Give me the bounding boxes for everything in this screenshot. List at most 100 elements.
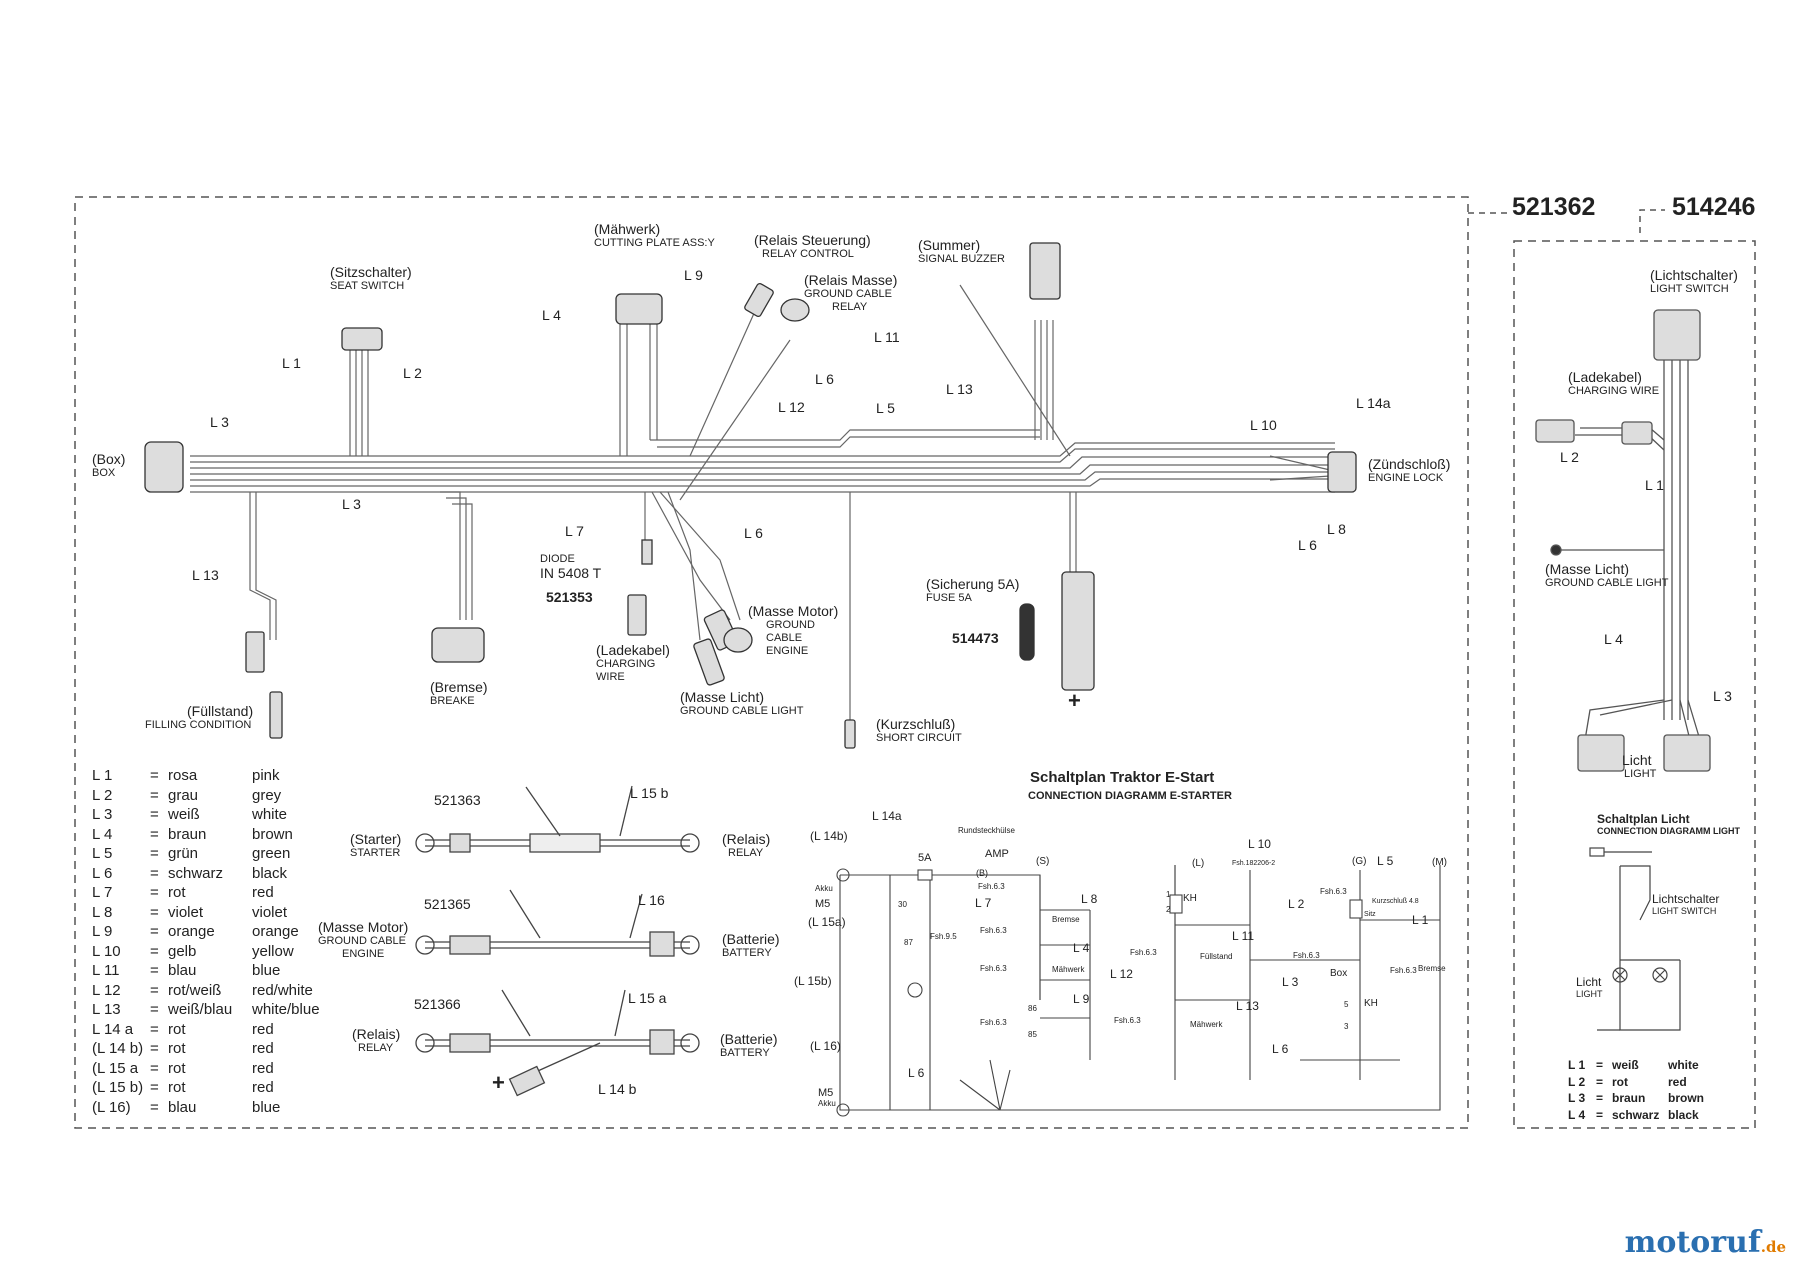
cable-2-part: 521365	[424, 896, 471, 912]
cable-1-part: 521363	[434, 792, 481, 808]
kit-legend-en: white	[1668, 1058, 1699, 1072]
legend-equals: =	[150, 845, 159, 862]
kit-legend-en: black	[1668, 1107, 1699, 1122]
charging-wire-connector	[1535, 419, 1575, 443]
kit-charging: (Ladekabel)CHARGING WIRE	[1568, 369, 1660, 398]
legend-equals: =	[150, 1079, 159, 1096]
harness-plus: +	[1068, 688, 1081, 713]
schematic-label-l5: L 5	[1377, 854, 1394, 868]
legend-en: pink	[252, 767, 280, 784]
legend-code: (L 16)	[92, 1098, 131, 1116]
kit-ground-light: (Masse Licht)GROUND CABLE LIGHT	[1545, 561, 1669, 590]
schematic-label-rundstecker: Rundsteckhülse	[958, 826, 1015, 835]
legend-de: blau	[168, 962, 197, 979]
schematic-label-sitz: Sitz	[1364, 911, 1376, 918]
kit-legend-de: schwarz	[1612, 1107, 1660, 1122]
schematic-label-l9: L 9	[1073, 992, 1090, 1006]
cable-3-wire: L 15 a	[628, 990, 667, 1006]
wire-l7: L 7	[565, 523, 584, 539]
schematic-label-bremse1: Bremse	[1052, 915, 1080, 924]
legend-equals: =	[150, 806, 159, 823]
schematic-label-l6b: L 6	[1272, 1042, 1289, 1056]
light-switch-connector	[1653, 309, 1701, 361]
legend-en: grey	[252, 786, 282, 804]
legend-en: red	[252, 1040, 274, 1057]
mower-connector	[615, 293, 663, 325]
schematic-label-kurz: Kurzschluß 4.8	[1372, 898, 1419, 905]
legend-code: L 3	[92, 806, 113, 823]
legend-de: rosa	[168, 767, 198, 784]
legend-de: blau	[168, 1098, 197, 1116]
kit-wire-l3: L 3	[1713, 688, 1732, 704]
schematic-label-kh1: KH	[1183, 893, 1197, 904]
legend-en: green	[252, 845, 291, 862]
label-short-circuit: (Kurzschluß)SHORT CIRCUIT	[876, 716, 962, 745]
wire-l11: L 11	[874, 329, 900, 345]
schematic-label-fsh5: Fsh.6.3	[1130, 948, 1157, 957]
schematic-label-l3: L 3	[1282, 975, 1299, 989]
cable-1-left: (Starter)STARTER	[350, 831, 402, 860]
legend-de: grün	[168, 845, 199, 862]
legend-de: braun	[168, 825, 207, 843]
legend-equals: =	[150, 825, 159, 843]
diode-body	[641, 539, 653, 565]
schematic-label-l15a: (L 15a)	[808, 915, 846, 929]
schematic-label-fuse: 5A	[918, 852, 932, 864]
schematic-label-n87: 87	[904, 938, 913, 947]
legend-de: rot/weiß	[168, 981, 222, 999]
legend-code: L 14 a	[92, 1020, 134, 1038]
short-circuit-plug	[844, 719, 856, 749]
legend-de: weiß	[168, 806, 200, 823]
kit-legend-code: L 2	[1568, 1074, 1586, 1089]
wire-l1: L 1	[282, 355, 301, 371]
schematic-title: Schaltplan Traktor E-Start	[1030, 769, 1215, 786]
schematic-label-M: (M)	[1432, 857, 1447, 868]
schematic-label-l12: L 12	[1110, 967, 1133, 981]
schematic-label-fullstand: Füllstand	[1200, 952, 1233, 961]
frame-light-kit	[1513, 240, 1756, 1129]
legend-en: red	[252, 884, 274, 901]
schematic-label-n86: 86	[1028, 1004, 1037, 1013]
schematic-label-l15b: (L 15b)	[794, 974, 832, 988]
legend-de: violet	[168, 903, 204, 921]
relay-control-connector	[744, 282, 774, 318]
logo-suffix: .de	[1760, 1238, 1786, 1256]
schematic-label-fsh4: Fsh.6.3	[980, 1018, 1007, 1027]
separate-cables	[415, 785, 700, 1097]
label-fill-level: (Füllstand)FILLING CONDITION	[145, 703, 254, 732]
kit-legend-code: L 1	[1568, 1058, 1586, 1072]
schematic-label-n3: 3	[1344, 1022, 1349, 1031]
cable-1-wire: L 15 b	[630, 785, 669, 801]
schematic-label-fsh182: Fsh.182206-2	[1232, 860, 1276, 867]
wire-l3-upper: L 3	[210, 414, 229, 430]
schematic-label-amp: AMP	[985, 848, 1009, 860]
kit-legend-de: rot	[1612, 1074, 1628, 1089]
cable-3-right: (Batterie)BATTERY	[720, 1031, 778, 1060]
legend-de: rot	[168, 1020, 186, 1038]
legend-code: L 6	[92, 864, 113, 882]
label-fuse-part: 514473	[952, 630, 999, 646]
legend-en: blue	[252, 1098, 281, 1116]
cable-2-right: (Batterie)BATTERY	[722, 931, 780, 960]
kit-schematic-subtitle: CONNECTION DIAGRAMM LIGHT	[1597, 826, 1740, 836]
legend-en: violet	[252, 903, 288, 921]
schematic-label-fsh2: Fsh.6.3	[980, 926, 1007, 935]
cable-3-left: (Relais)RELAY	[352, 1026, 401, 1055]
estart-schematic	[836, 865, 1441, 1117]
kit-legend-en: red	[1668, 1074, 1687, 1089]
legend-code: L 2	[92, 786, 113, 804]
legend-equals: =	[150, 981, 159, 999]
schematic-label-l11: L 11	[1232, 929, 1255, 943]
legend-equals: =	[150, 942, 159, 960]
logo-main: motoruf	[1624, 1225, 1761, 1260]
legend-equals: =	[150, 1040, 159, 1057]
label-relay-control: (Relais Steuerung)RELAY CONTROL	[754, 232, 871, 261]
legend-en: orange	[252, 923, 299, 940]
schematic-label-akkub: Akku	[818, 1099, 836, 1108]
cable-2-wire: L 16	[638, 892, 665, 908]
legend-equals: =	[150, 786, 159, 804]
